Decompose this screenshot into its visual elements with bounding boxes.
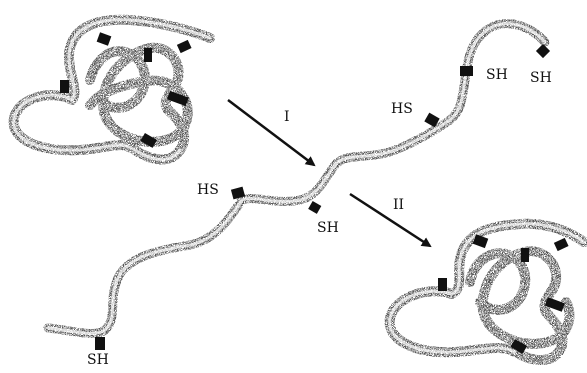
disulfide-block	[554, 238, 569, 251]
disulfide-block	[438, 278, 447, 291]
hs-label-right: HS	[391, 101, 413, 117]
native-folded-protein	[14, 20, 210, 160]
thiol-block	[460, 66, 473, 76]
thiol-block	[308, 201, 321, 214]
native-chain-outer-loop	[14, 20, 210, 160]
sh-label-center: SH	[317, 220, 339, 236]
step-two-arrow	[350, 194, 430, 246]
unfolded-protein-chain	[48, 24, 550, 350]
disulfide-block	[144, 48, 152, 62]
disulfide-block	[60, 80, 69, 93]
sh-label-bottom-left: SH	[87, 352, 109, 368]
disulfide-block	[97, 32, 112, 46]
sh-label-top-right-2: SH	[530, 70, 552, 86]
step-one-arrow	[228, 100, 314, 165]
thiol-block	[95, 337, 105, 350]
step-one-label: I	[284, 109, 290, 125]
hs-label-center: HS	[197, 182, 219, 198]
disulfide-block	[521, 248, 529, 262]
step-two-label: II	[393, 197, 404, 213]
thiol-block	[536, 44, 550, 58]
sh-label-top-right-1: SH	[486, 67, 508, 83]
disulfide-block	[177, 40, 192, 53]
refolded-protein	[390, 224, 584, 360]
